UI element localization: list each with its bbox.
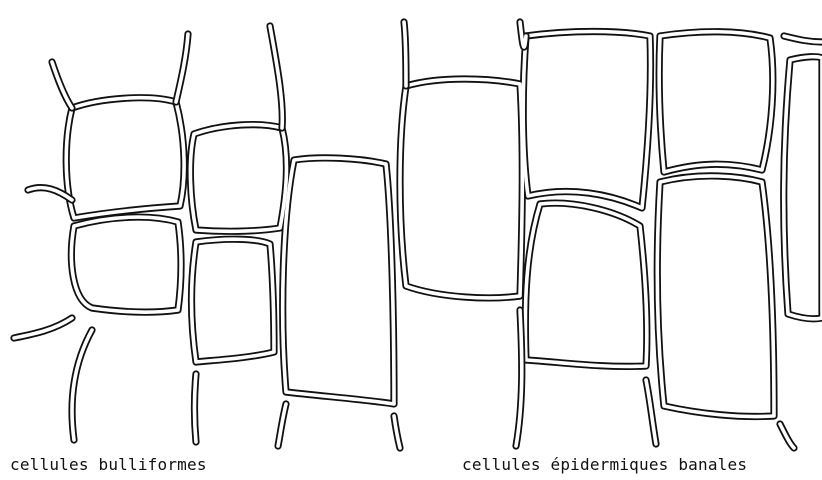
label-ordinary-epidermal-cells: cellules épidermiques banales xyxy=(462,455,747,474)
cell-epidermal-far-right xyxy=(784,57,822,319)
label-bulliform-cells: cellules bulliformes xyxy=(10,455,207,474)
cell-bulliform-lower-middle xyxy=(192,239,275,362)
cell-epidermal-middle xyxy=(525,203,646,366)
cell-bulliform-lower-left xyxy=(71,217,181,312)
cell-epidermal-tall-left xyxy=(400,79,522,298)
cell-bulliform-upper-middle xyxy=(190,125,286,232)
cell-epidermal-upper-right xyxy=(659,32,773,172)
cell-epidermal-right xyxy=(657,176,774,417)
cell-epidermal-top-center xyxy=(523,32,650,209)
cell-bulliform-upper-left xyxy=(66,98,184,218)
cell-bulliform-tall-right xyxy=(283,158,394,404)
